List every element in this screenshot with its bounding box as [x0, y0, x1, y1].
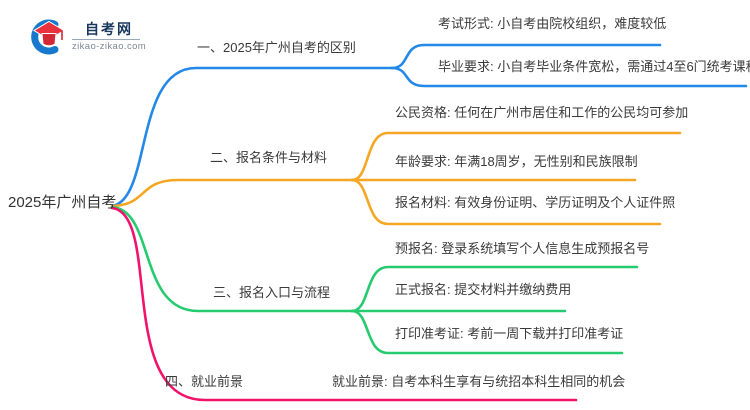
logo-divider — [72, 39, 140, 40]
root-node[interactable]: 2025年广州自考 — [8, 194, 117, 211]
branch-2-main-line — [110, 178, 354, 208]
logo-domain: zikao-zikao.com — [72, 41, 147, 52]
branch-4-label[interactable]: 四、就业前景 — [165, 374, 244, 389]
site-logo: 自考网 zikao-zikao.com — [28, 18, 146, 56]
branch-3-label[interactable]: 三、报名入口与流程 — [213, 285, 331, 300]
logo-title: 自考网 — [85, 21, 134, 37]
branch-3-child-3-line — [350, 309, 624, 355]
branch-3-child-1-line — [350, 265, 639, 313]
logo-text: 自考网 zikao-zikao.com — [72, 22, 146, 52]
logo-graduation-cap-icon — [31, 19, 65, 55]
branch-1-child-2-line — [390, 66, 748, 88]
branch-2-child-3-line — [350, 178, 662, 226]
branch-2-child-2[interactable]: 年龄要求: 年满18周岁，无性别和民族限制 — [395, 154, 638, 169]
branch-3-child-3[interactable]: 打印准考证: 考前一周下载并打印准考证 — [395, 326, 624, 341]
branch-2-child-3[interactable]: 报名材料: 有效身份证明、学历证明及个人证件照 — [395, 195, 676, 210]
branch-1-label[interactable]: 一、2025年广州自考的区别 — [197, 40, 356, 55]
branch-4-child-1[interactable]: 就业前景: 自考本科生享有与统招本科生相同的机会 — [332, 374, 626, 389]
branch-3-child-2[interactable]: 正式报名: 提交材料并缴纳费用 — [395, 282, 572, 297]
branch-1-child-1-line — [390, 43, 662, 70]
branch-2-label[interactable]: 二、报名条件与材料 — [210, 150, 328, 165]
branch-3-main-line — [110, 205, 354, 313]
branch-3-child-1[interactable]: 预报名: 登录系统填写个人信息生成预报名号 — [395, 241, 650, 256]
branch-4-main-line — [110, 206, 578, 402]
branch-1-main-line — [110, 66, 394, 208]
branch-1-child-2[interactable]: 毕业要求: 小自考毕业条件宽松，需通过4至6门统考课程 — [438, 59, 750, 74]
branch-1-child-1[interactable]: 考试形式: 小自考由院校组织，难度较低 — [438, 16, 667, 31]
branch-2-child-1-line — [350, 131, 682, 182]
branch-2-child-1[interactable]: 公民资格: 任何在广州市居住和工作的公民均可参加 — [395, 105, 689, 120]
